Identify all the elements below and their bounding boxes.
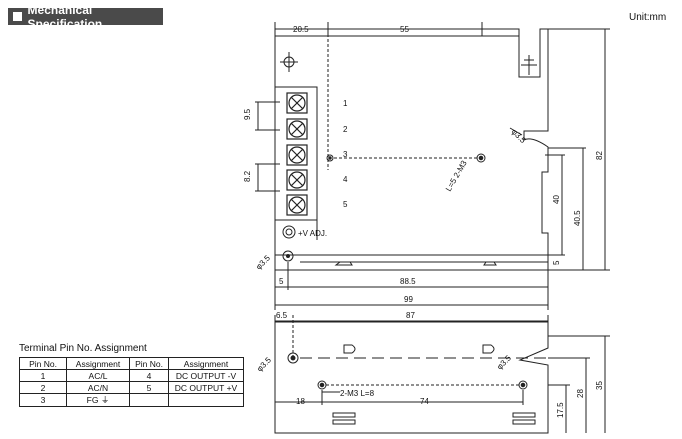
dim-35: 35 [595, 381, 604, 390]
dim-87: 87 [406, 311, 415, 320]
dim-28: 28 [576, 389, 585, 398]
dim-20-5: 20.5 [293, 25, 309, 34]
dim-40: 40 [552, 195, 561, 204]
table-header-cell: Pin No. [19, 357, 67, 370]
table-cell: DC OUTPUT -V [168, 369, 244, 382]
table-cell: 5 [129, 381, 169, 394]
dim-99: 99 [404, 295, 413, 304]
dim-74: 74 [420, 397, 429, 406]
dim-9-5: 9.5 [243, 108, 252, 120]
table-row: 3 FG ⏚ [19, 393, 244, 407]
terminal-table: Pin No. Assignment Pin No. Assignment 1 … [19, 357, 244, 407]
table-cell: DC OUTPUT +V [168, 381, 244, 394]
table-header-cell: Assignment [66, 357, 130, 370]
dim-88-5: 88.5 [400, 277, 416, 286]
hole-label-left: φ3.5 [254, 253, 272, 271]
side-view-outline [274, 321, 549, 434]
table-cell: 2 [19, 381, 67, 394]
table-row: 2 AC/N 5 DC OUTPUT +V [19, 381, 244, 394]
dim-40-5: 40.5 [573, 210, 582, 226]
terminal-number-5: 5 [343, 200, 348, 209]
section-header: Mechanical Specification [8, 3, 163, 31]
side-screw-label: 2-M3 L=8 [340, 389, 375, 398]
table-cell: AC/L [66, 369, 130, 382]
table-row: 1 AC/L 4 DC OUTPUT -V [19, 369, 244, 382]
terminal-number-2: 2 [343, 125, 348, 134]
table-cell: 1 [19, 369, 67, 382]
terminal-block [274, 86, 318, 221]
dim-55: 55 [400, 25, 409, 34]
table-header-row: Pin No. Assignment Pin No. Assignment [19, 357, 244, 370]
header-square-icon [13, 12, 22, 21]
section-title: Mechanical Specification [27, 2, 103, 31]
dim-5-right: 5 [552, 260, 561, 265]
table-cell: 4 [129, 369, 169, 382]
unit-label: Unit:mm [629, 12, 667, 23]
dim-5-bottom: 5 [279, 277, 284, 286]
hole-label-right: φ3.5 [510, 127, 528, 145]
screw-label: L=5 2-M3 [444, 159, 469, 193]
side-hole-label-left: φ3.5 [255, 355, 273, 373]
table-cell: AC/N [66, 381, 130, 394]
table-cell [129, 393, 169, 407]
dim-17-5: 17.5 [556, 402, 565, 418]
terminal-screw-icon [286, 118, 308, 140]
side-hole-label-right: φ3.5 [495, 353, 513, 371]
terminal-screw-icon [286, 92, 308, 114]
dim-18: 18 [296, 397, 305, 406]
terminal-number-3: 3 [343, 150, 348, 159]
table-header-cell: Pin No. [129, 357, 169, 370]
table-header-cell: Assignment [168, 357, 244, 370]
terminal-number-4: 4 [343, 175, 348, 184]
vadj-label: +V ADJ. [298, 229, 327, 238]
terminal-number-1: 1 [343, 99, 348, 108]
terminal-table-title: Terminal Pin No. Assignment [19, 343, 147, 354]
dim-82: 82 [595, 151, 604, 160]
dim-8-2: 8.2 [243, 170, 252, 182]
table-cell: 3 [19, 393, 67, 407]
table-cell [168, 393, 244, 407]
table-cell: FG ⏚ [66, 393, 130, 407]
top-view-outline [274, 28, 549, 271]
terminal-screw-icon [286, 194, 308, 216]
terminal-screw-icon [286, 144, 308, 166]
terminal-screw-icon [286, 169, 308, 191]
dim-6-5: 6.5 [276, 311, 288, 320]
